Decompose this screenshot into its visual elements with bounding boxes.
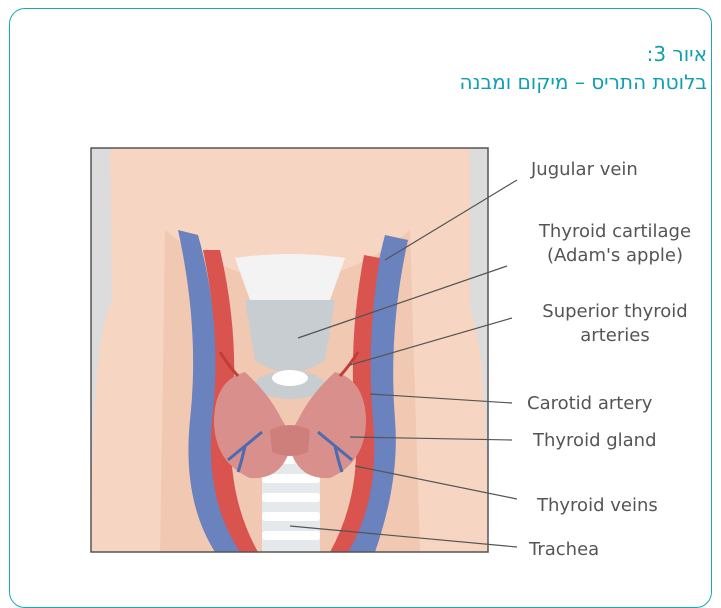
- label-thyroid-cartilage-line1: Thyroid cartilage: [520, 220, 710, 244]
- label-thyroid-cartilage-line2: (Adam's apple): [520, 244, 710, 268]
- label-superior-thyroid-arteries: Superior thyroid arteries: [520, 300, 710, 348]
- label-superior-thyroid-arteries-line1: Superior thyroid: [520, 300, 710, 324]
- label-thyroid-cartilage: Thyroid cartilage (Adam's apple): [520, 220, 710, 268]
- thyroid-cartilage: [245, 300, 335, 373]
- label-trachea: Trachea: [529, 538, 649, 562]
- label-thyroid-veins: Thyroid veins: [537, 494, 707, 518]
- label-carotid-artery: Carotid artery: [527, 392, 707, 416]
- label-thyroid-gland: Thyroid gland: [533, 429, 703, 453]
- label-jugular-vein: Jugular vein: [531, 158, 681, 182]
- thyroid-isthmus: [270, 425, 310, 456]
- label-superior-thyroid-arteries-line2: arteries: [520, 324, 710, 348]
